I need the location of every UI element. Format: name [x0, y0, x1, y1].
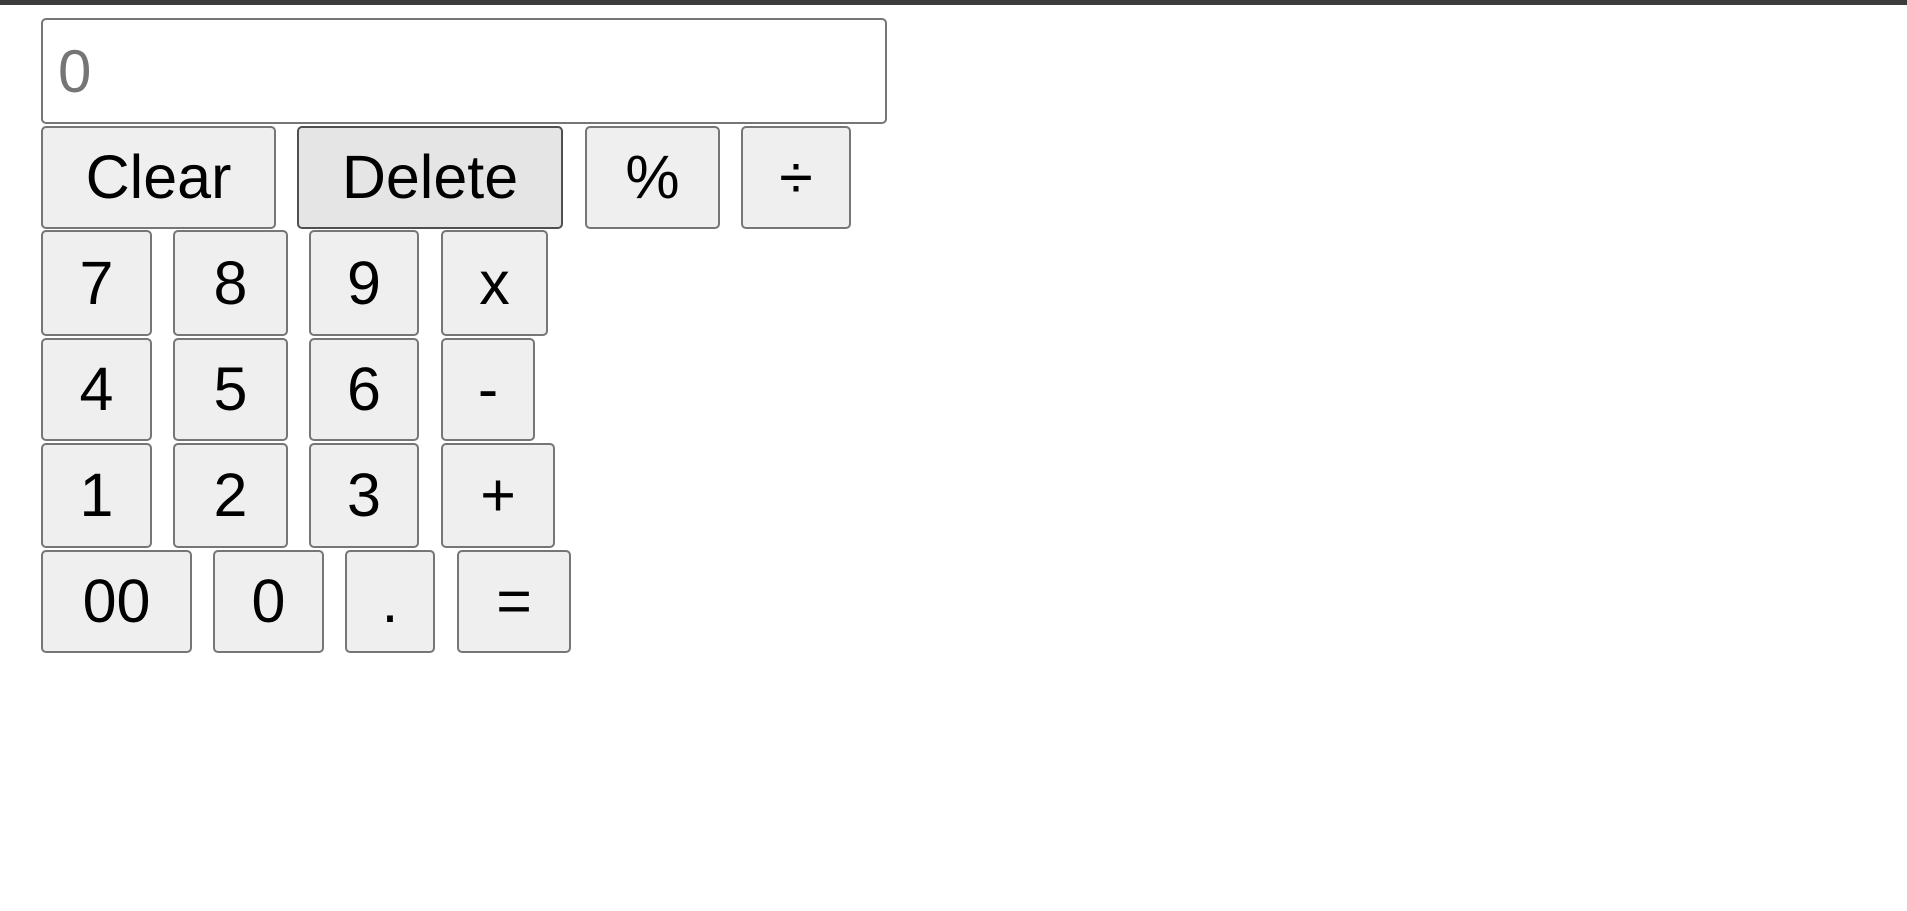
digit-0-button[interactable]: 0 — [213, 550, 324, 653]
subtract-button[interactable]: - — [441, 338, 535, 441]
digit-2-button[interactable]: 2 — [173, 443, 288, 548]
digit-1-button[interactable]: 1 — [41, 443, 152, 548]
percent-button[interactable]: % — [585, 126, 720, 229]
clear-button[interactable]: Clear — [41, 126, 276, 229]
add-button[interactable]: + — [441, 443, 555, 548]
window-top-bar — [0, 0, 1907, 5]
digit-3-button[interactable]: 3 — [309, 443, 419, 548]
divide-button[interactable]: ÷ — [741, 126, 851, 229]
multiply-button[interactable]: x — [441, 230, 548, 336]
digit-9-button[interactable]: 9 — [309, 230, 419, 336]
digit-8-button[interactable]: 8 — [173, 230, 288, 336]
calculator-display[interactable] — [41, 18, 887, 124]
digit-6-button[interactable]: 6 — [309, 338, 419, 441]
digit-7-button[interactable]: 7 — [41, 230, 152, 336]
equals-button[interactable]: = — [457, 550, 571, 653]
decimal-button[interactable]: . — [345, 550, 435, 653]
double-zero-button[interactable]: 00 — [41, 550, 192, 653]
digit-4-button[interactable]: 4 — [41, 338, 152, 441]
digit-5-button[interactable]: 5 — [173, 338, 288, 441]
delete-button[interactable]: Delete — [297, 126, 563, 229]
